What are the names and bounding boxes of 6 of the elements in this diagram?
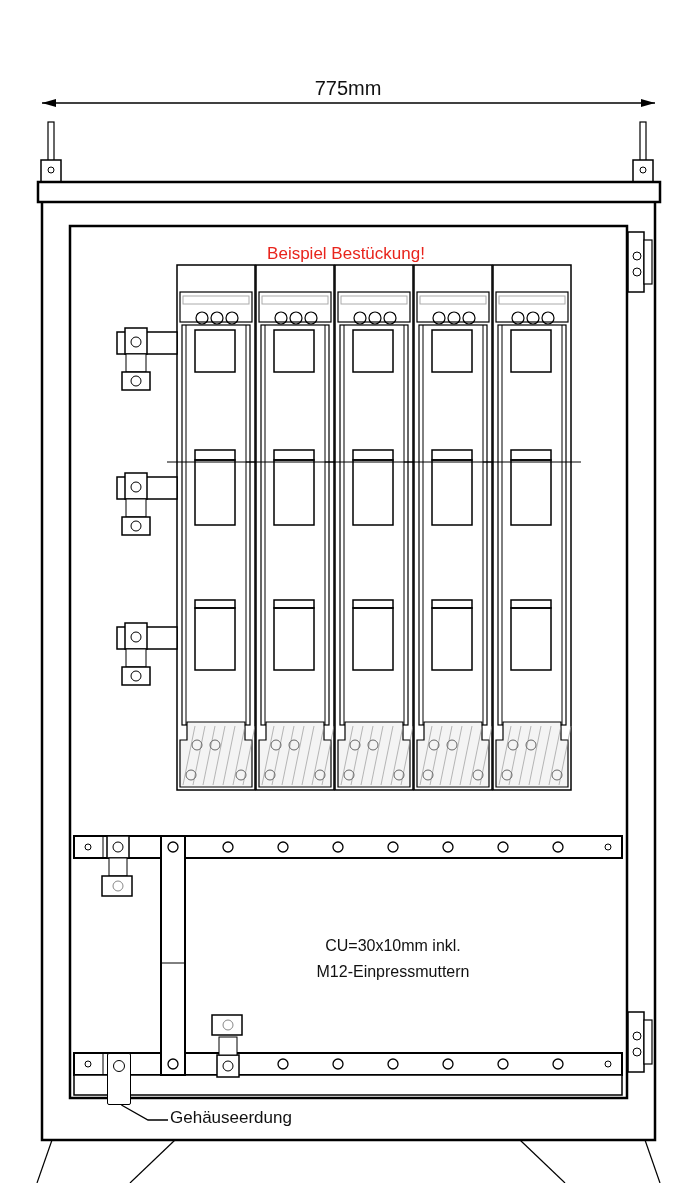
callout-text: Gehäuseerdung <box>170 1108 300 1132</box>
note-text: Beispiel Bestückung! <box>267 243 425 265</box>
dimension-label: 775mm <box>314 76 382 101</box>
note-text: CU=30x10mm inkl. M12-Einpressmuttern <box>315 936 471 982</box>
leader-line <box>120 1104 169 1121</box>
grounding-tab <box>107 1053 131 1105</box>
